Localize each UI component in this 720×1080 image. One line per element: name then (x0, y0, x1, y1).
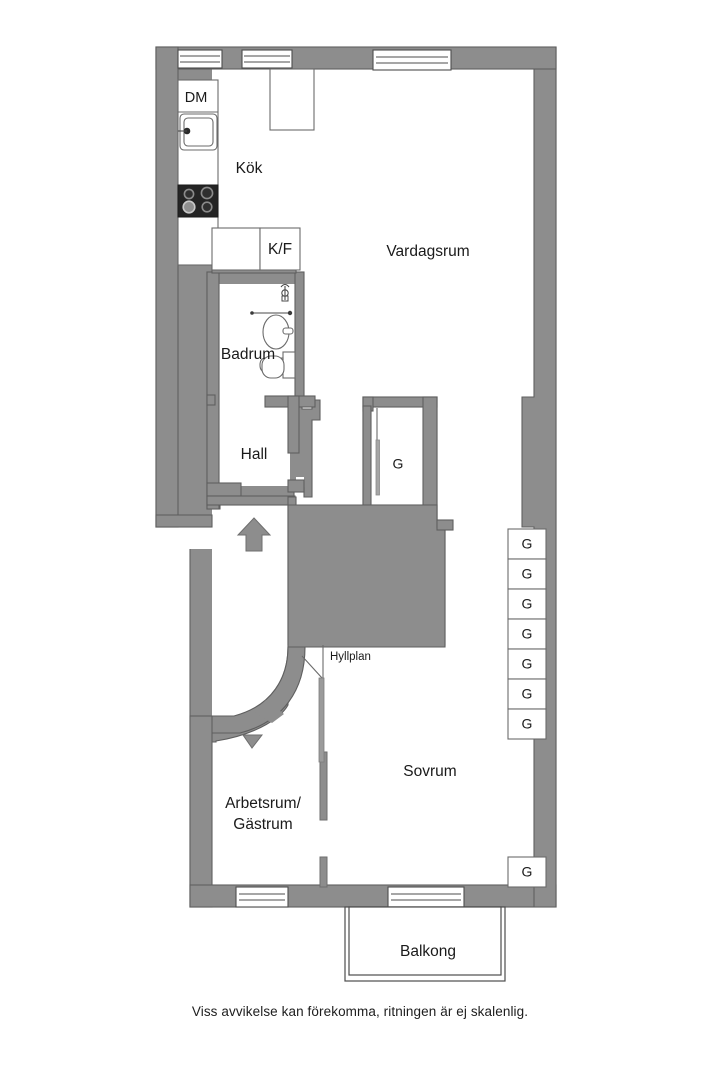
washbasin-icon (262, 314, 294, 350)
window-bottom-1 (235, 886, 289, 908)
label-closet-g-3: G (522, 596, 533, 612)
right-outer-wall (521, 46, 557, 908)
arbetsrum-sovrum-divider-lower (319, 856, 328, 888)
hall-closet-left-wall (362, 405, 372, 515)
left-outer-wall-lower (189, 715, 213, 908)
window-top-3 (372, 49, 452, 71)
hall-bottom-wall (206, 495, 296, 506)
closet-g-2 (507, 558, 547, 590)
sink-icon (178, 113, 218, 151)
window-top-1 (177, 49, 223, 69)
label-balkong: Balkong (400, 943, 456, 960)
label-closet-g-5: G (522, 656, 533, 672)
kitchen-island (269, 68, 315, 131)
central-block (287, 504, 446, 648)
closet-g-6 (507, 678, 547, 710)
bathroom-fixtures (250, 283, 296, 379)
curved-wall-notch (254, 700, 284, 723)
label-kf: K/F (268, 241, 292, 258)
closet-g-3 (507, 588, 547, 620)
hyllplan-shelf (318, 677, 325, 763)
closet-g-corner (507, 856, 547, 888)
label-sovrum: Sovrum (403, 763, 456, 780)
label-closet-g-7: G (522, 716, 533, 732)
label-kok: Kök (236, 160, 263, 177)
left-outer-wall-step (155, 514, 213, 528)
shower-rail-end-2 (287, 310, 293, 316)
stove-icon (177, 184, 219, 218)
hall-closet-door-leaf (375, 439, 380, 496)
label-arbetsrum: Arbetsrum/ (225, 795, 301, 812)
kitchen-cabinet (211, 227, 261, 271)
label-hyllplan: Hyllplan (330, 651, 371, 663)
balcony (344, 906, 506, 982)
plan-caption: Viss avvikelse kan förekomma, ritningen … (191, 1004, 529, 1019)
closet-g-7 (507, 708, 547, 740)
label-vardagsrum: Vardagsrum (386, 243, 469, 260)
arbetsrum-arrow-icon (242, 734, 264, 749)
closet-g-4 (507, 618, 547, 650)
label-badrum: Badrum (221, 346, 275, 363)
label-closet-g-1: G (522, 536, 533, 552)
hall-left-wall (206, 271, 220, 510)
badrum-door-post (287, 395, 300, 454)
label-closet-g-4: G (522, 626, 533, 642)
badrum-right-wall (294, 271, 305, 399)
label-closet-g-6: G (522, 686, 533, 702)
label-closet-g-corner: G (522, 864, 533, 880)
fridge-freezer-unit (259, 227, 301, 271)
kitchen-counter (177, 79, 219, 266)
label-closet-g-2: G (522, 566, 533, 582)
label-hall: Hall (241, 446, 268, 463)
entrance-arrow-icon (236, 517, 272, 552)
closet-g-1 (507, 528, 547, 560)
hall-closet-right-wall (422, 396, 438, 523)
label-dishwasher: DM (185, 90, 208, 106)
bedroom-closet-row (507, 528, 547, 888)
hall-left-notch (206, 394, 216, 406)
label-gastrum: Gästrum (233, 816, 292, 833)
kitchen-fixtures (177, 68, 315, 271)
windows (177, 49, 465, 908)
left-outer-wall-upper (155, 46, 179, 528)
hall-bottom-right-wall (287, 479, 305, 493)
toilet-icon (259, 351, 296, 379)
window-bottom-2 (387, 886, 465, 908)
label-hall-closet-g: G (393, 456, 404, 472)
shower-rail-end (250, 311, 254, 315)
shower-head-icon (280, 283, 290, 302)
room-labels: DM Kök K/F Vardagsrum Badrum Hall G Hyll… (185, 90, 533, 960)
left-wall-inner (178, 265, 212, 527)
window-top-2 (241, 49, 293, 69)
hall-bottom-left-wall (206, 482, 242, 497)
central-right-jog (436, 519, 454, 531)
